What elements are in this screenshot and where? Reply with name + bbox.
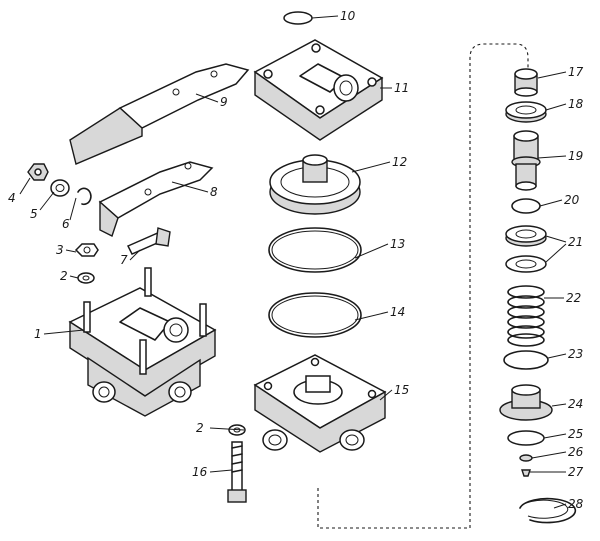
part-12-piston xyxy=(269,154,361,215)
label-22: 22 xyxy=(566,291,581,305)
part-6-spring-washer xyxy=(77,187,92,206)
label-9: 9 xyxy=(220,95,228,109)
part-23-ring xyxy=(503,350,549,370)
label-13: 13 xyxy=(390,237,405,251)
part-25-disc xyxy=(507,430,545,446)
label-16: 16 xyxy=(192,465,208,479)
part-5-washer xyxy=(50,179,70,197)
part-22-spring xyxy=(507,285,545,347)
part-7-bolt xyxy=(126,227,171,255)
part-11-upper-cover xyxy=(253,39,384,141)
label-20: 20 xyxy=(564,193,580,207)
label-1: 1 xyxy=(34,327,42,341)
part-13-ring xyxy=(268,227,362,273)
label-26: 26 xyxy=(568,445,584,459)
part-16-bolt xyxy=(227,441,247,503)
label-7: 7 xyxy=(120,253,128,267)
part-4-nut xyxy=(27,163,49,181)
label-8: 8 xyxy=(210,185,218,199)
part-1-assembled-valve xyxy=(68,267,217,417)
part-2-washer-upper xyxy=(77,272,95,284)
label-18: 18 xyxy=(568,97,584,111)
label-24: 24 xyxy=(568,397,583,411)
label-4: 4 xyxy=(8,191,16,205)
part-15-lower-housing xyxy=(253,354,387,453)
leader-lines xyxy=(19,15,567,509)
part-28-retaining-ring xyxy=(519,497,577,524)
label-14: 14 xyxy=(390,305,405,319)
label-23: 23 xyxy=(568,347,583,361)
label-19: 19 xyxy=(568,149,583,163)
label-2-lower: 2 xyxy=(196,421,204,435)
label-11: 11 xyxy=(394,81,409,95)
label-21: 21 xyxy=(568,235,583,249)
label-27: 27 xyxy=(568,465,584,479)
part-27-screw xyxy=(521,469,531,477)
label-6: 6 xyxy=(62,217,70,231)
part-3-nut xyxy=(74,243,99,257)
part-17-sleeve xyxy=(514,68,538,97)
label-28: 28 xyxy=(568,497,584,511)
label-12: 12 xyxy=(392,155,407,169)
part-14-ring xyxy=(268,292,362,338)
label-3: 3 xyxy=(56,243,64,257)
part-8-bracket xyxy=(98,161,214,237)
label-2-upper: 2 xyxy=(60,269,68,283)
part-18-ring xyxy=(505,101,547,123)
part-26-washer xyxy=(519,454,533,462)
label-15: 15 xyxy=(394,383,409,397)
label-17: 17 xyxy=(568,65,584,79)
label-25: 25 xyxy=(568,427,583,441)
label-5: 5 xyxy=(30,207,38,221)
part-9-bracket xyxy=(69,63,250,165)
part-20-ring xyxy=(511,198,541,214)
part-21-seals xyxy=(505,225,547,273)
part-10-gasket xyxy=(283,11,313,25)
label-10: 10 xyxy=(340,9,356,23)
assembly-dashed-line xyxy=(317,43,529,529)
part-19-valve xyxy=(511,130,541,191)
part-24-piston xyxy=(499,384,553,421)
